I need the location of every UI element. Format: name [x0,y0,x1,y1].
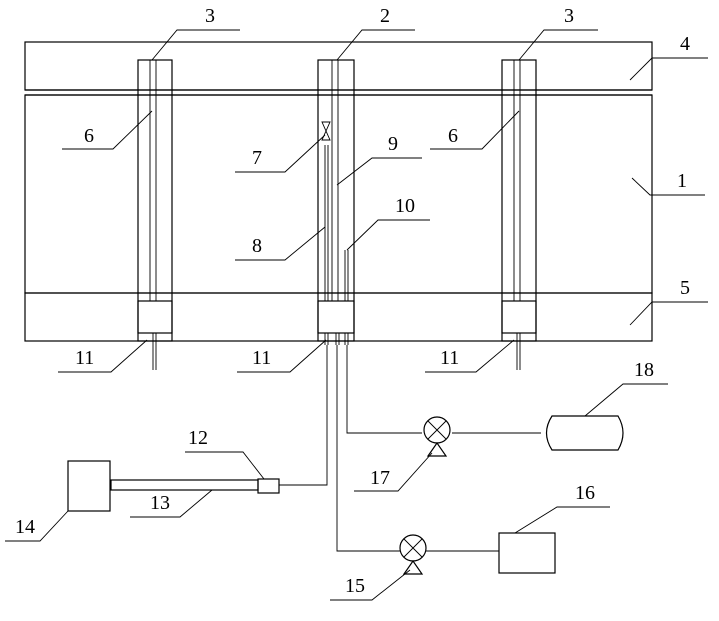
top-brick-layer [25,42,652,90]
left-borehole [138,60,172,370]
box-14 [68,461,110,511]
box-16 [499,533,555,573]
center-borehole [318,60,354,345]
tank-18 [547,416,624,450]
pipe-to-pump-15 [337,345,400,551]
label-11-left: 11 [75,347,94,369]
label-3-right: 3 [564,5,574,27]
label-18: 18 [634,359,654,381]
label-3-left: 3 [205,5,215,27]
pipe-to-pump-17 [347,345,422,433]
label-2: 2 [380,5,390,27]
label-13: 13 [150,492,170,514]
label-10: 10 [395,195,415,217]
label-5: 5 [680,277,690,299]
pump-17-icon [424,417,450,456]
sensor-12 [258,479,279,493]
right-borehole [502,60,536,370]
label-11-center: 11 [252,347,271,369]
label-12: 12 [188,427,208,449]
label-15: 15 [345,575,365,597]
label-1: 1 [677,170,687,192]
label-16: 16 [575,482,595,504]
pipe-to-sensor [279,345,327,485]
right-water-plug [502,301,536,333]
label-6-left: 6 [84,125,94,147]
leader-lines [5,30,708,600]
label-17: 17 [370,467,390,489]
valve-7-icon [322,122,330,140]
label-8: 8 [252,235,262,257]
center-water-plug [318,301,354,333]
label-4: 4 [680,33,690,55]
hose-13 [111,480,258,490]
soil-layer [25,95,652,293]
label-7: 7 [252,147,262,169]
label-6-right: 6 [448,125,458,147]
label-11-right: 11 [440,347,459,369]
label-9: 9 [388,133,398,155]
label-14: 14 [15,516,35,538]
left-water-plug [138,301,172,333]
pump-15-icon [400,535,426,574]
bottom-brick-layer [25,293,652,341]
